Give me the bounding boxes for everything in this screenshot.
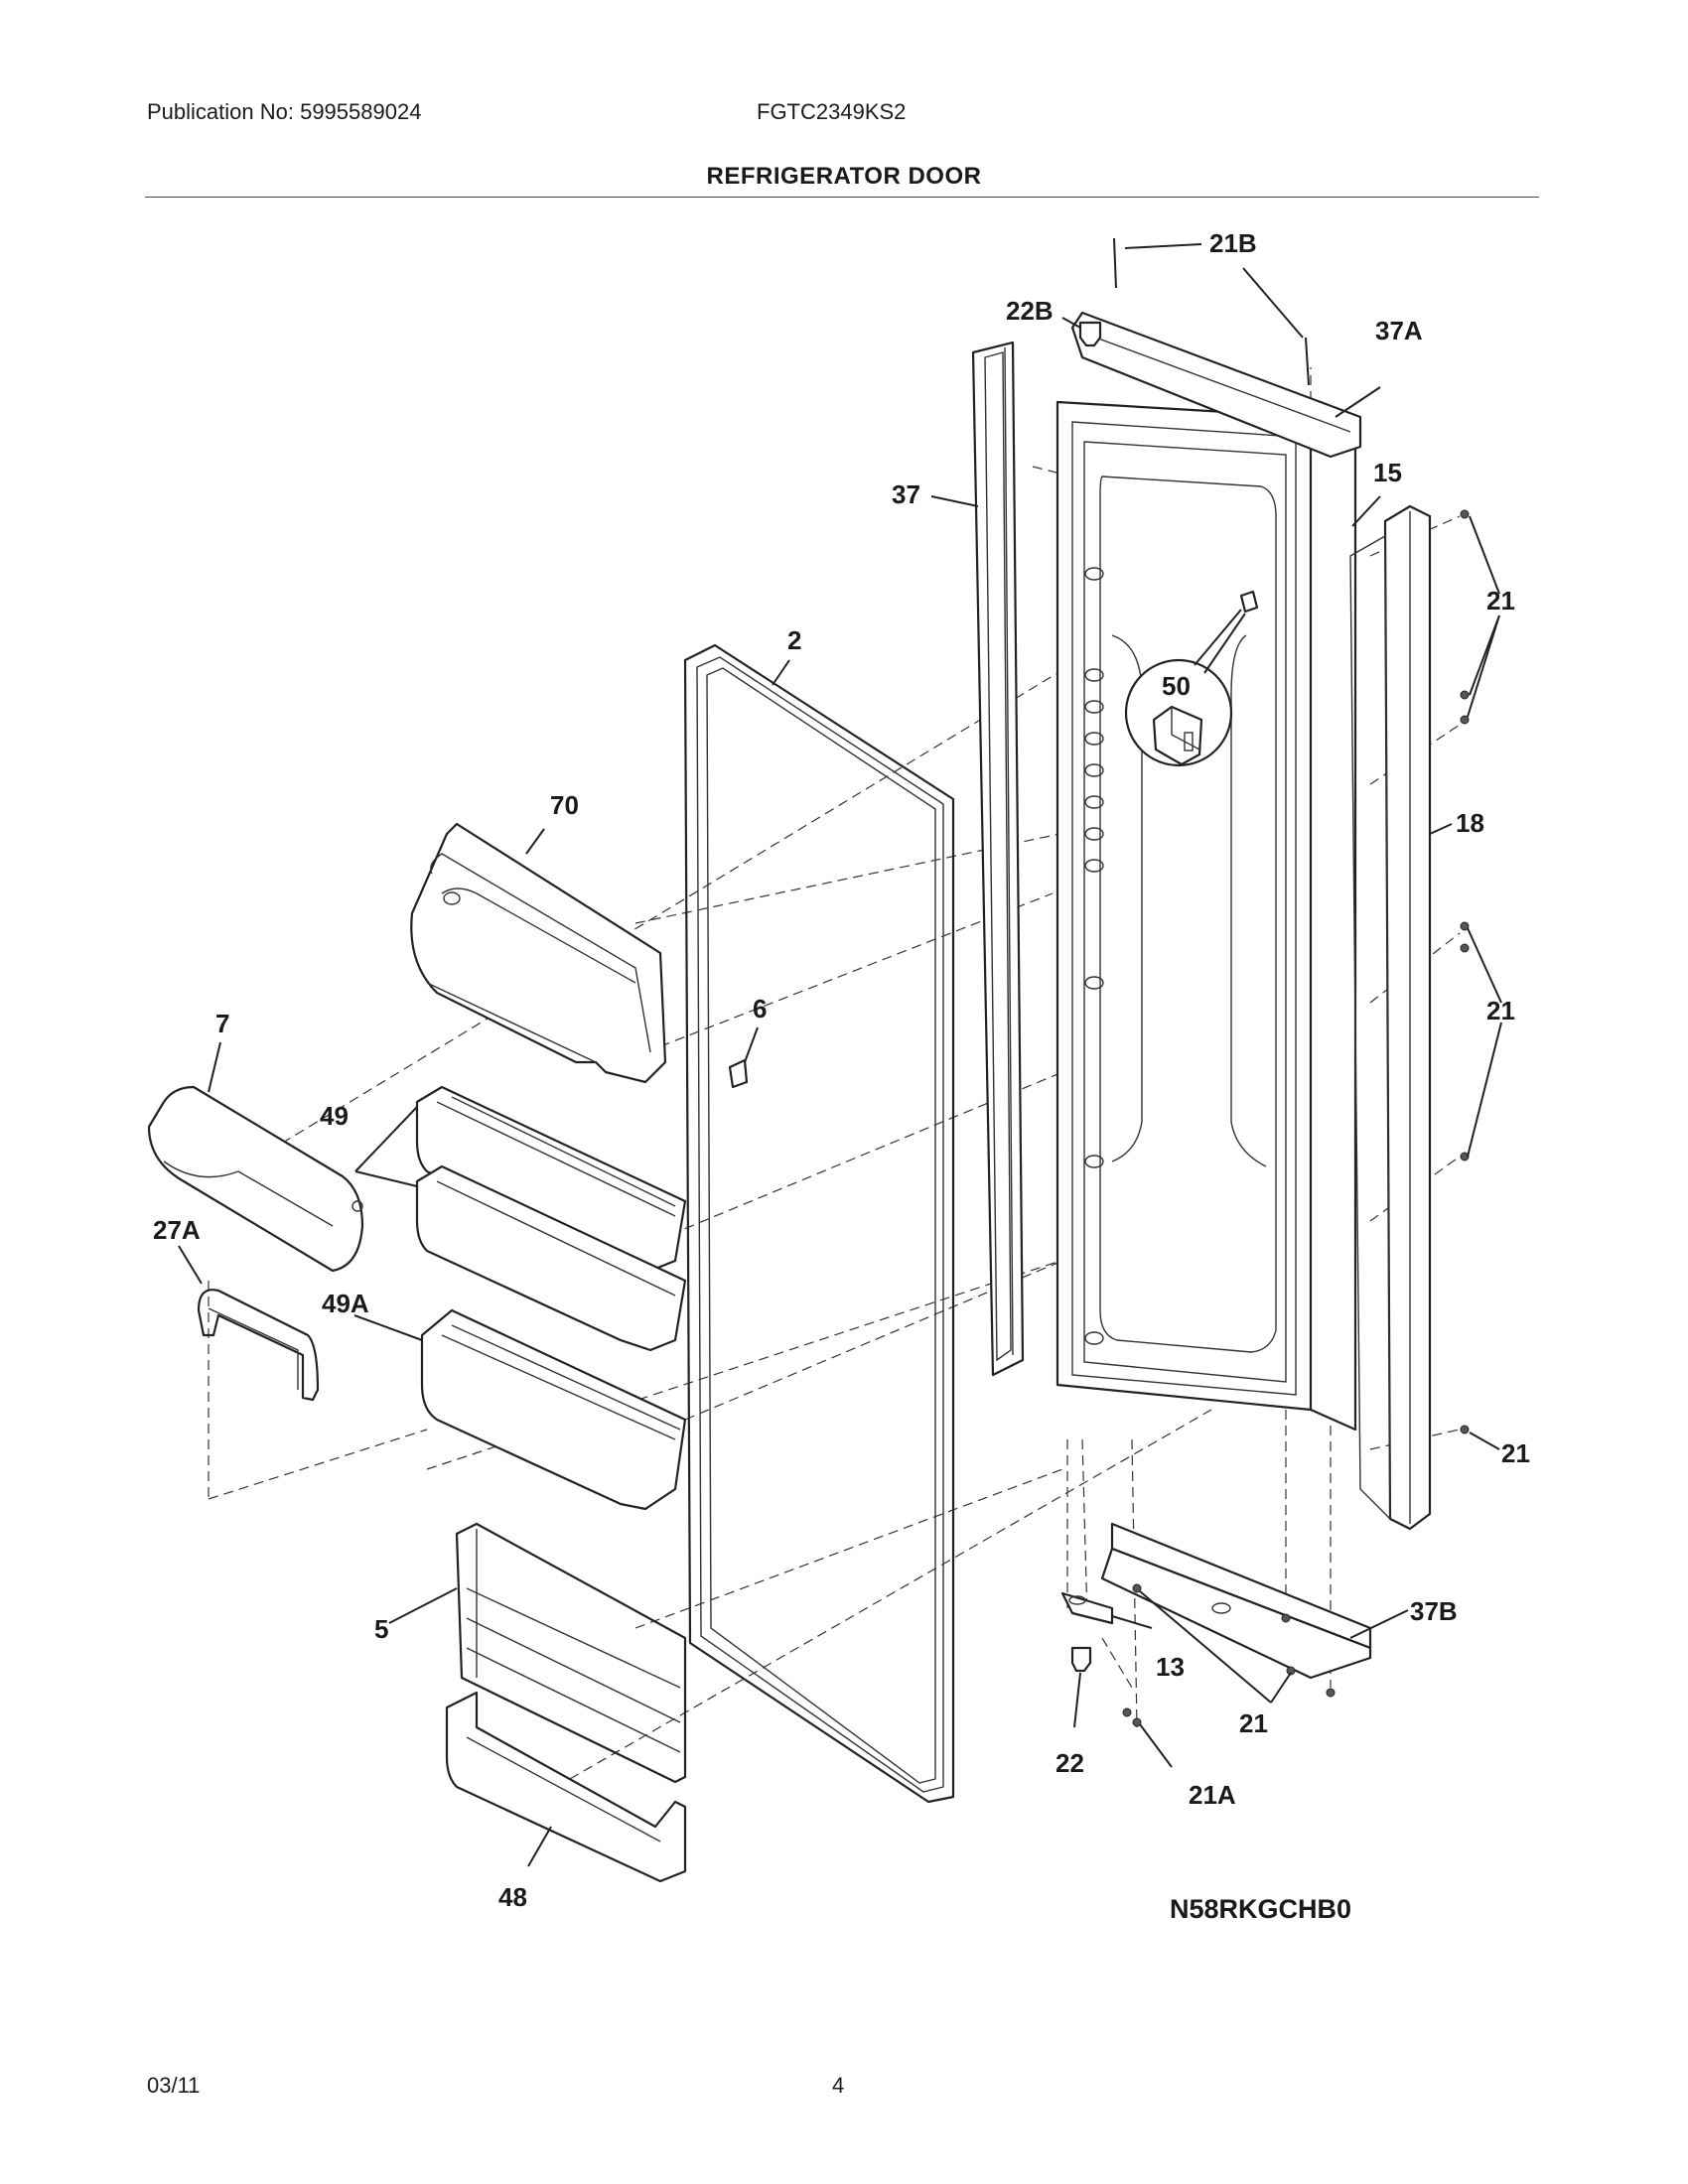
label-21A: 21A bbox=[1189, 1780, 1236, 1810]
label-37B: 37B bbox=[1410, 1596, 1458, 1626]
door-trim-37 bbox=[971, 341, 1025, 1377]
label-48: 48 bbox=[498, 1882, 527, 1912]
rack-5 bbox=[455, 1522, 687, 1784]
label-22B: 22B bbox=[1006, 296, 1054, 326]
label-13: 13 bbox=[1156, 1652, 1185, 1682]
door-bin-49A bbox=[420, 1308, 687, 1511]
leader-lines bbox=[178, 243, 1502, 1867]
handle-27A bbox=[197, 1289, 320, 1402]
screws bbox=[1113, 237, 1470, 1727]
label-22: 22 bbox=[1055, 1748, 1084, 1778]
door-gasket-2 bbox=[683, 643, 955, 1804]
bottom-cap-37B bbox=[1100, 1522, 1372, 1680]
label-37A: 37A bbox=[1375, 316, 1423, 345]
clip-6 bbox=[728, 1058, 749, 1089]
door-trim-18 bbox=[1349, 504, 1432, 1531]
dairy-bin-70 bbox=[410, 822, 667, 1084]
shelf-studs bbox=[1084, 567, 1104, 1345]
label-50: 50 bbox=[1162, 671, 1191, 701]
label-37: 37 bbox=[892, 479, 920, 509]
door-bin-49-lower bbox=[415, 1164, 687, 1352]
label-18: 18 bbox=[1456, 808, 1484, 838]
footer-date: 03/11 bbox=[147, 2073, 201, 2098]
door-bin-48 bbox=[445, 1691, 687, 1883]
header-rule bbox=[145, 197, 1539, 198]
page-title: REFRIGERATOR DOOR bbox=[706, 163, 982, 190]
label-49A: 49A bbox=[322, 1289, 369, 1318]
part-labels: 21B 22B 37A 37 15 21 2 50 70 18 7 6 21 4… bbox=[153, 228, 1530, 1912]
label-6: 6 bbox=[753, 994, 767, 1024]
model-number: FGTC2349KS2 bbox=[757, 99, 907, 124]
label-15: 15 bbox=[1373, 458, 1402, 487]
publication-number: Publication No: 5995589024 bbox=[147, 99, 422, 124]
label-2: 2 bbox=[787, 625, 801, 655]
label-21B: 21B bbox=[1209, 228, 1257, 258]
label-21-bottom: 21 bbox=[1239, 1708, 1268, 1738]
label-27A: 27A bbox=[153, 1215, 201, 1245]
door-liner-15 bbox=[1055, 400, 1357, 1432]
label-49: 49 bbox=[320, 1101, 349, 1131]
detail-inset-50 bbox=[1124, 609, 1246, 767]
door-bin-49-upper bbox=[415, 1085, 687, 1273]
label-21-upper: 21 bbox=[1486, 586, 1515, 615]
top-cap-37A bbox=[1070, 311, 1362, 459]
dairy-door-7 bbox=[147, 1085, 364, 1273]
label-5: 5 bbox=[374, 1614, 388, 1644]
label-21-lower: 21 bbox=[1501, 1438, 1530, 1468]
label-70: 70 bbox=[550, 790, 579, 820]
diagram-code: N58RKGCHB0 bbox=[1170, 1894, 1352, 1924]
label-21-middle: 21 bbox=[1486, 996, 1515, 1025]
page-number: 4 bbox=[832, 2073, 845, 2098]
label-7: 7 bbox=[215, 1009, 229, 1038]
hardware bbox=[1060, 321, 1114, 1673]
